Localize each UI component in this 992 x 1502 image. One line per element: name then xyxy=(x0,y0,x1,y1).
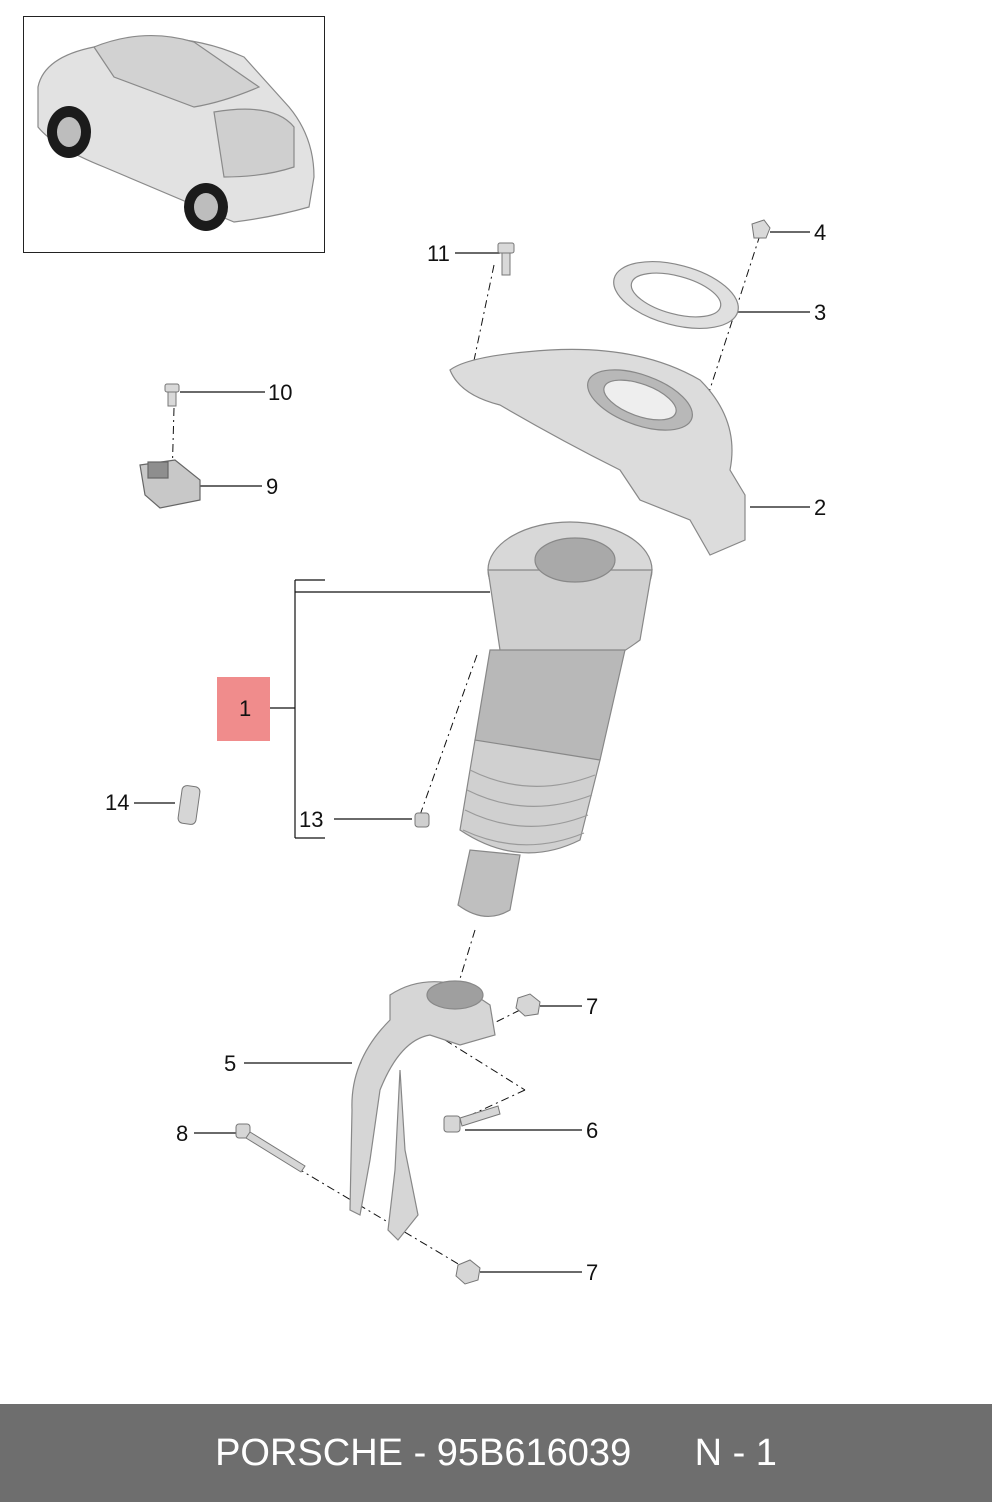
callout-6: 6 xyxy=(586,1118,599,1143)
footer-part-number: 95B616039 xyxy=(436,1431,632,1474)
footer-brand: PORSCHE xyxy=(215,1431,403,1474)
footer-separator: - xyxy=(413,1431,427,1474)
vehicle-thumbnail xyxy=(23,16,325,253)
bolt-8-icon xyxy=(235,1123,306,1173)
callout-9: 9 xyxy=(266,474,279,499)
valve-13-icon xyxy=(414,812,430,828)
nut-7-lower-icon xyxy=(455,1259,481,1285)
nut-4-icon xyxy=(751,219,771,239)
leader-lines xyxy=(134,231,810,1273)
car-illustration xyxy=(37,34,315,231)
callout-14: 14 xyxy=(105,790,130,815)
callout-8: 8 xyxy=(176,1121,189,1146)
ring-3-icon xyxy=(613,261,739,329)
callout-2: 2 xyxy=(814,495,827,520)
callout-5: 5 xyxy=(224,1051,237,1076)
fork-5-icon xyxy=(349,980,496,1241)
callout-13: 13 xyxy=(299,807,324,832)
callout-10: 10 xyxy=(268,380,293,405)
exploded-parts-diagram xyxy=(134,219,810,1285)
footer-banner: PORSCHE - 95B616039 N - 1 xyxy=(0,1404,992,1502)
nut-7-upper-icon xyxy=(515,993,541,1017)
air-strut-1-icon xyxy=(457,521,653,917)
callout-7-lower: 7 xyxy=(586,1260,599,1285)
footer-ref: N - 1 xyxy=(694,1431,777,1474)
callout-3: 3 xyxy=(814,300,827,325)
callout-4: 4 xyxy=(814,220,827,245)
sensor-9-icon xyxy=(139,459,201,509)
mount-bracket-2-icon xyxy=(449,348,746,556)
callout-1-highlighted: 1 xyxy=(217,677,270,741)
callout-1: 1 xyxy=(239,696,252,721)
callout-7-upper: 7 xyxy=(586,994,599,1019)
bolt-6-icon xyxy=(443,1105,501,1133)
plug-14-icon xyxy=(177,785,201,825)
bolt-11-icon xyxy=(497,242,515,276)
screw-10-icon xyxy=(164,383,180,407)
callout-11: 11 xyxy=(427,241,450,266)
